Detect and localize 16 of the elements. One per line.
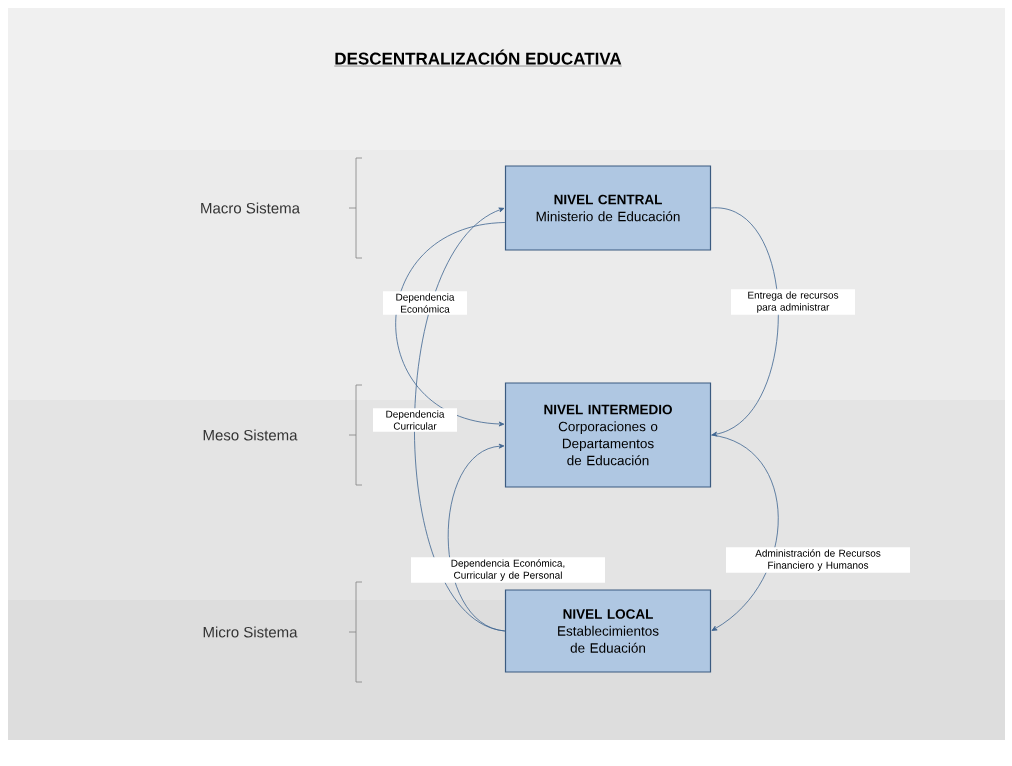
- arrow: [710, 434, 779, 631]
- level-label: Micro Sistema: [203, 626, 298, 638]
- arrow: [447, 443, 506, 632]
- edge-label: Dependencia Económica: [383, 291, 467, 315]
- level-label: Macro Sistema: [201, 202, 300, 214]
- edge-label: Dependencia Económica, Curricular y de Personal: [411, 557, 605, 583]
- edge-label: Dependencia Curricular: [373, 408, 457, 432]
- edge-label: Entrega de recursos para administrar: [731, 289, 855, 315]
- edge-label: Administración de Recursos Financiero y Humanos: [726, 547, 910, 573]
- level-box: NIVEL LOCAL Establecimientos de Eduación: [504, 589, 712, 673]
- level-label: Meso Sistema: [203, 429, 298, 441]
- level-box: NIVEL CENTRAL Ministerio de Educación: [504, 165, 712, 251]
- arrow: [710, 207, 779, 437]
- arrow: [395, 222, 506, 427]
- level-box: NIVEL INTERMEDIO Corporaciones o Departamentos de Educación: [504, 382, 712, 488]
- title: DESCENTRALIZACIÓN EDUCATIVA: [334, 49, 622, 67]
